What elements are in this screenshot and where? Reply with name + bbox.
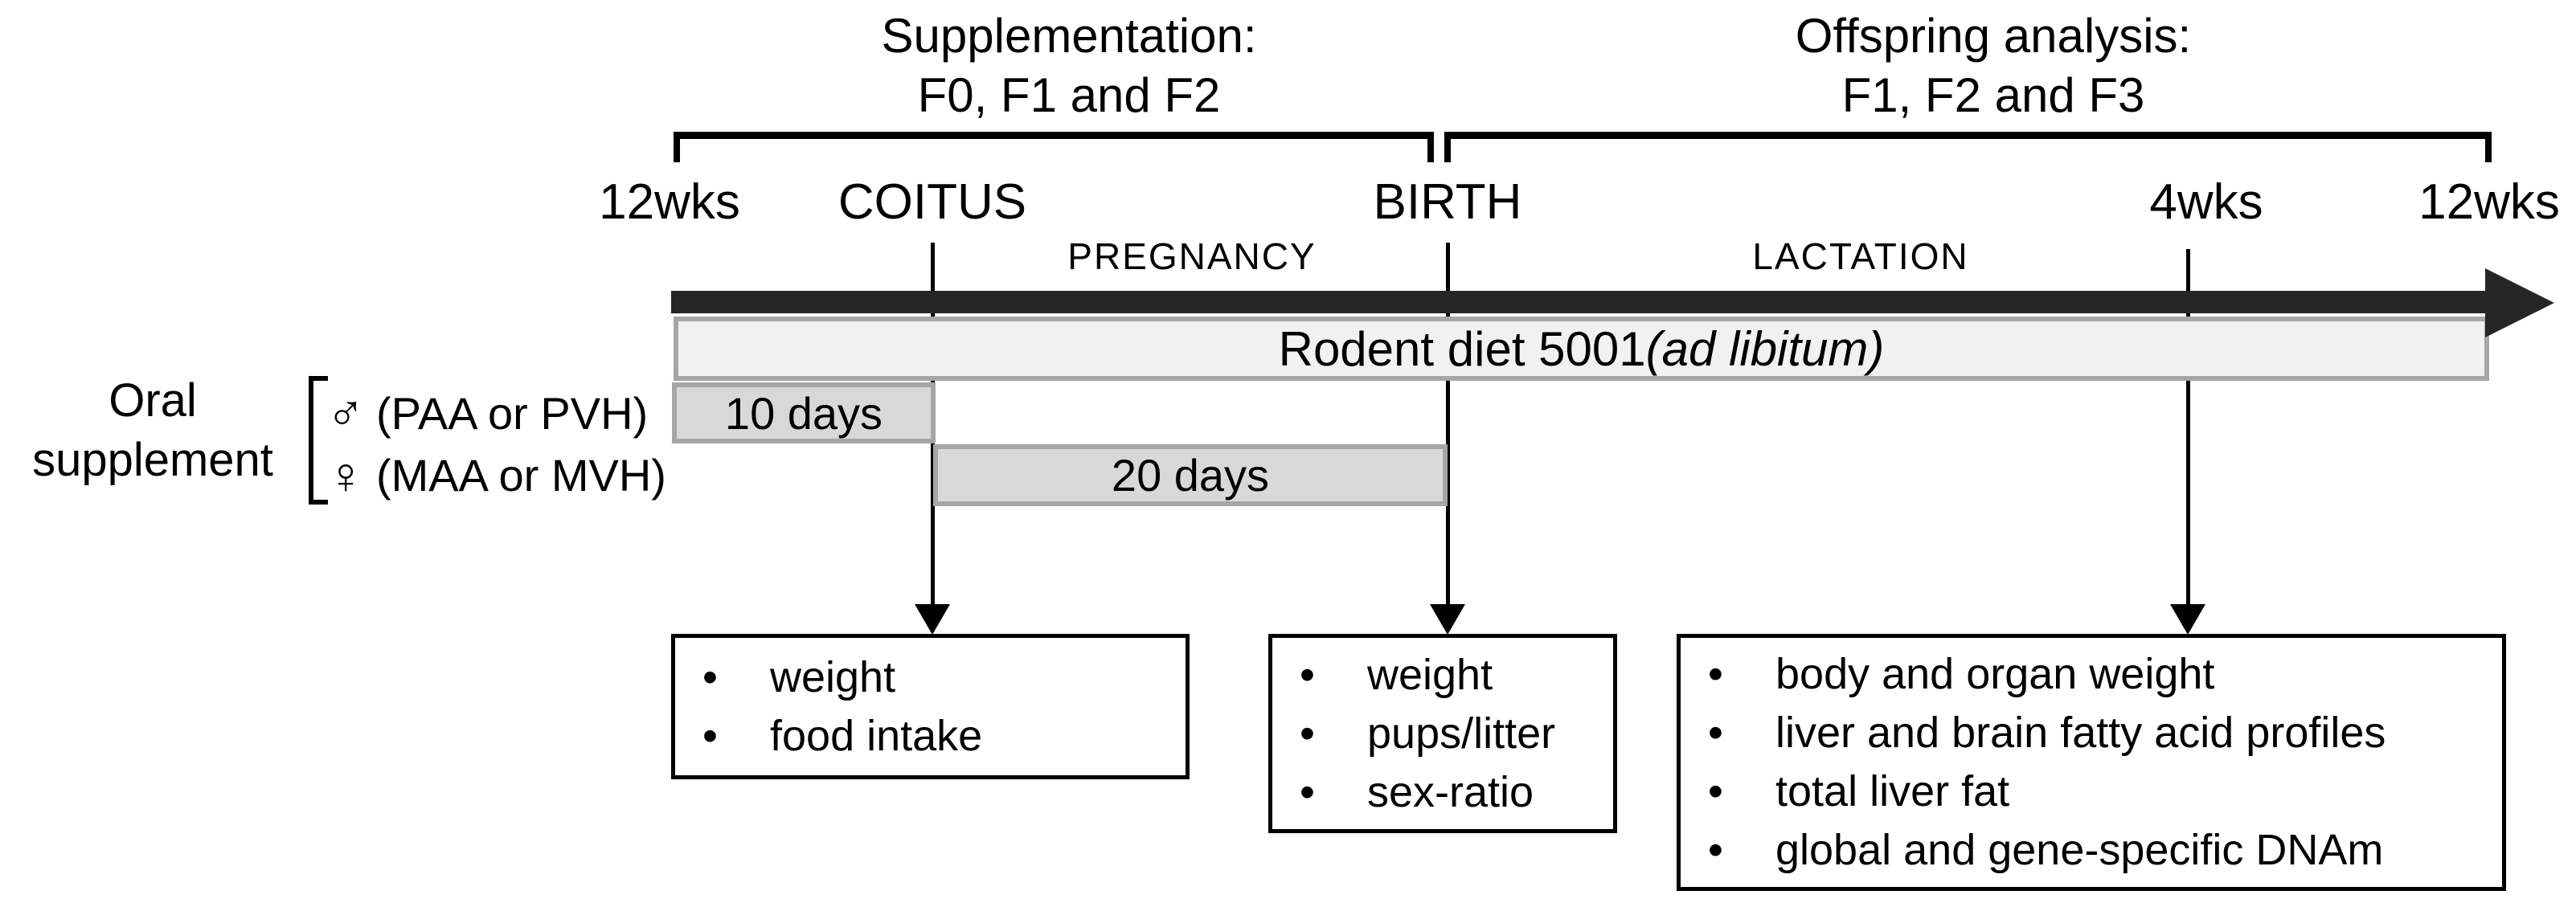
female-20-days-bar: 20 days [933,444,1448,506]
list-item-label: global and gene-specific DNAm [1775,826,2384,874]
rodent-diet-ad-libitum-text: (ad libitum) [1645,321,1885,376]
bullet-icon: • [1708,826,1723,874]
male-supplement-text: (PAA or PVH) [376,387,649,439]
coitus-arrowhead-icon [915,604,950,635]
timeline-arrow-tip-icon [2485,268,2554,337]
female-symbol-icon: ♀ [326,446,365,505]
4wks-arrowhead-icon [2170,604,2205,635]
timeline-label-birth: BIRTH [1373,174,1522,230]
rodent-diet-text: Rodent diet 5001 [1278,321,1646,376]
male-supplement-row: ♂ (PAA or PVH) [326,382,648,443]
supplementation-heading: Supplementation: F0, F1 and F2 [667,6,1471,125]
bullet-icon: • [702,652,718,701]
bullet-icon: • [1708,767,1723,815]
oral-supplement-label-line1: Oral [109,374,197,427]
offspring-bracket-left-tick [1444,132,1451,162]
supplementation-bracket-left-tick [674,132,680,162]
supplementation-bracket-line [674,132,1434,139]
offspring-bracket-line [1444,132,2492,139]
list-item-label: weight [770,652,896,701]
birth-arrowhead-icon [1430,604,1465,635]
list-item-label: sex-ratio [1367,767,1534,816]
list-item-label: total liver fat [1775,767,2010,815]
list-item: • weight [675,648,1186,707]
list-item-label: pups/litter [1367,709,1556,758]
oral-supplement-label: Oral supplement [4,371,301,490]
timeline-label-12wks-end: 12wks [2418,174,2560,230]
4wks-event-line [2186,249,2190,608]
list-item-label: liver and brain fatty acid profiles [1775,709,2386,757]
phase-label-pregnancy: PREGNANCY [1067,235,1317,277]
supplementation-bracket-right-tick [1427,132,1434,162]
rodent-diet-bar: Rodent diet 5001 (ad libitum) [674,317,2489,381]
timeline-bar [671,291,2485,313]
female-supplement-row: ♀ (MAA or MVH) [326,444,666,506]
male-10-days-bar: 10 days [672,382,936,443]
timeline-label-4wks: 4wks [2149,174,2263,230]
offspring-heading-line2: F1, F2 and F3 [1841,68,2145,122]
female-20-days-label: 20 days [1111,450,1270,501]
female-supplement-text: (MAA or MVH) [376,450,666,501]
male-symbol-icon: ♂ [326,384,365,442]
male-10-days-label: 10 days [724,387,883,439]
bullet-icon: • [702,711,718,760]
list-item: • global and gene-specific DNAm [1681,821,2502,880]
birth-measures-box: • weight • pups/litter • sex-ratio [1268,634,1617,833]
bullet-icon: • [1300,767,1315,816]
bullet-icon: • [1708,650,1723,698]
coitus-measures-box: • weight • food intake [671,634,1190,779]
offspring-measures-box: • body and organ weight • liver and brai… [1677,634,2506,891]
oral-supplement-label-line2: supplement [32,434,273,486]
supplementation-heading-line1: Supplementation: [881,9,1257,63]
list-item: • total liver fat [1681,762,2502,821]
bullet-icon: • [1708,709,1723,757]
oral-supplement-bracket-top-arm [309,376,328,381]
timeline-label-coitus: COITUS [838,174,1027,230]
list-item-label: body and organ weight [1775,650,2215,698]
list-item: • pups/litter [1272,705,1613,763]
list-item-label: food intake [770,711,983,760]
list-item-label: weight [1367,650,1493,699]
list-item: • body and organ weight [1681,645,2502,704]
bullet-icon: • [1300,650,1315,699]
oral-supplement-bracket-vertical [309,376,313,505]
phase-label-lactation: LACTATION [1752,235,1969,277]
offspring-heading-line1: Offspring analysis: [1795,9,2192,63]
oral-supplement-bracket-bottom-arm [309,500,328,505]
list-item: • sex-ratio [1272,763,1613,822]
bullet-icon: • [1300,709,1315,758]
offspring-analysis-heading: Offspring analysis: F1, F2 and F3 [1591,6,2395,125]
birth-event-line [1446,243,1450,608]
timeline-label-12wks-start: 12wks [599,174,740,230]
list-item: • food intake [675,707,1186,766]
list-item: • weight [1272,646,1613,705]
offspring-bracket-right-tick [2485,132,2492,162]
list-item: • liver and brain fatty acid profiles [1681,704,2502,762]
supplementation-heading-line2: F0, F1 and F2 [917,68,1221,122]
